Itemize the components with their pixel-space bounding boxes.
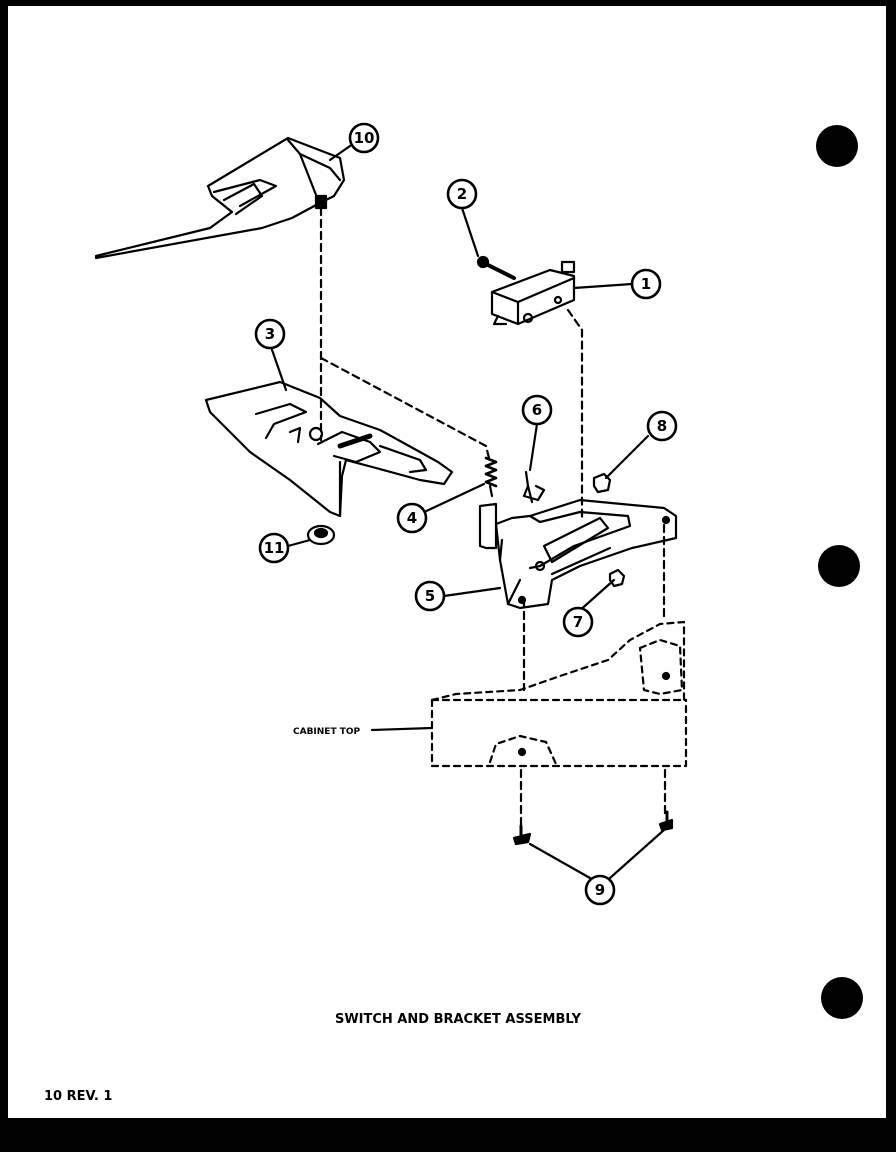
callout-2 <box>446 178 478 210</box>
callout-7-label: 7 <box>573 613 583 631</box>
cabinet-hole-rear <box>661 671 671 681</box>
callout-3-label: 3 <box>265 325 275 343</box>
callout-5-label: 5 <box>425 587 435 605</box>
callout-9-label: 9 <box>595 881 605 899</box>
punch-hole-middle <box>818 545 860 587</box>
callout-4-label: 4 <box>407 509 417 527</box>
part-7-nut <box>608 568 626 588</box>
callout-6-label: 6 <box>532 401 542 419</box>
callout-10 <box>348 122 380 154</box>
callout-1-label: 1 <box>641 275 651 293</box>
callout-8 <box>646 410 678 442</box>
callout-5 <box>414 580 446 612</box>
callout-7 <box>562 606 594 638</box>
cabinet-top-leader <box>370 726 434 732</box>
callout-1 <box>630 268 662 300</box>
part-1-switch <box>490 260 576 326</box>
leader-lines <box>268 144 666 880</box>
punch-hole-bottom <box>821 977 863 1019</box>
part-11-bushing <box>306 524 336 546</box>
part-2-screw <box>476 255 516 280</box>
callout-10-label: 10 <box>354 129 375 147</box>
assembly-dashed-lines <box>319 206 667 832</box>
callout-11 <box>258 532 290 564</box>
callout-8-label: 8 <box>657 417 667 435</box>
part-4-spring <box>484 456 498 498</box>
cabinet-top-label: CABINET TOP <box>293 727 361 737</box>
callout-2-label: 2 <box>457 185 467 203</box>
part-8-nut <box>592 472 612 494</box>
callout-9 <box>584 874 616 906</box>
punch-hole-top <box>816 125 858 167</box>
page-number: 10 REV. 1 <box>44 1089 112 1104</box>
diagram-title: SWITCH AND BRACKET ASSEMBLY <box>335 1012 582 1027</box>
callout-11-label: 11 <box>264 539 285 557</box>
part-6-clip <box>522 470 546 504</box>
part-10-lid-actuator <box>94 136 346 260</box>
part-9-screws <box>512 810 674 846</box>
part-3-lever <box>204 380 454 518</box>
cabinet-top-outline <box>430 620 688 768</box>
cabinet-hole-front <box>517 747 527 757</box>
callout-3 <box>254 318 286 350</box>
callout-4 <box>396 502 428 534</box>
part-5-bracket <box>478 498 678 610</box>
callout-6 <box>521 394 553 426</box>
